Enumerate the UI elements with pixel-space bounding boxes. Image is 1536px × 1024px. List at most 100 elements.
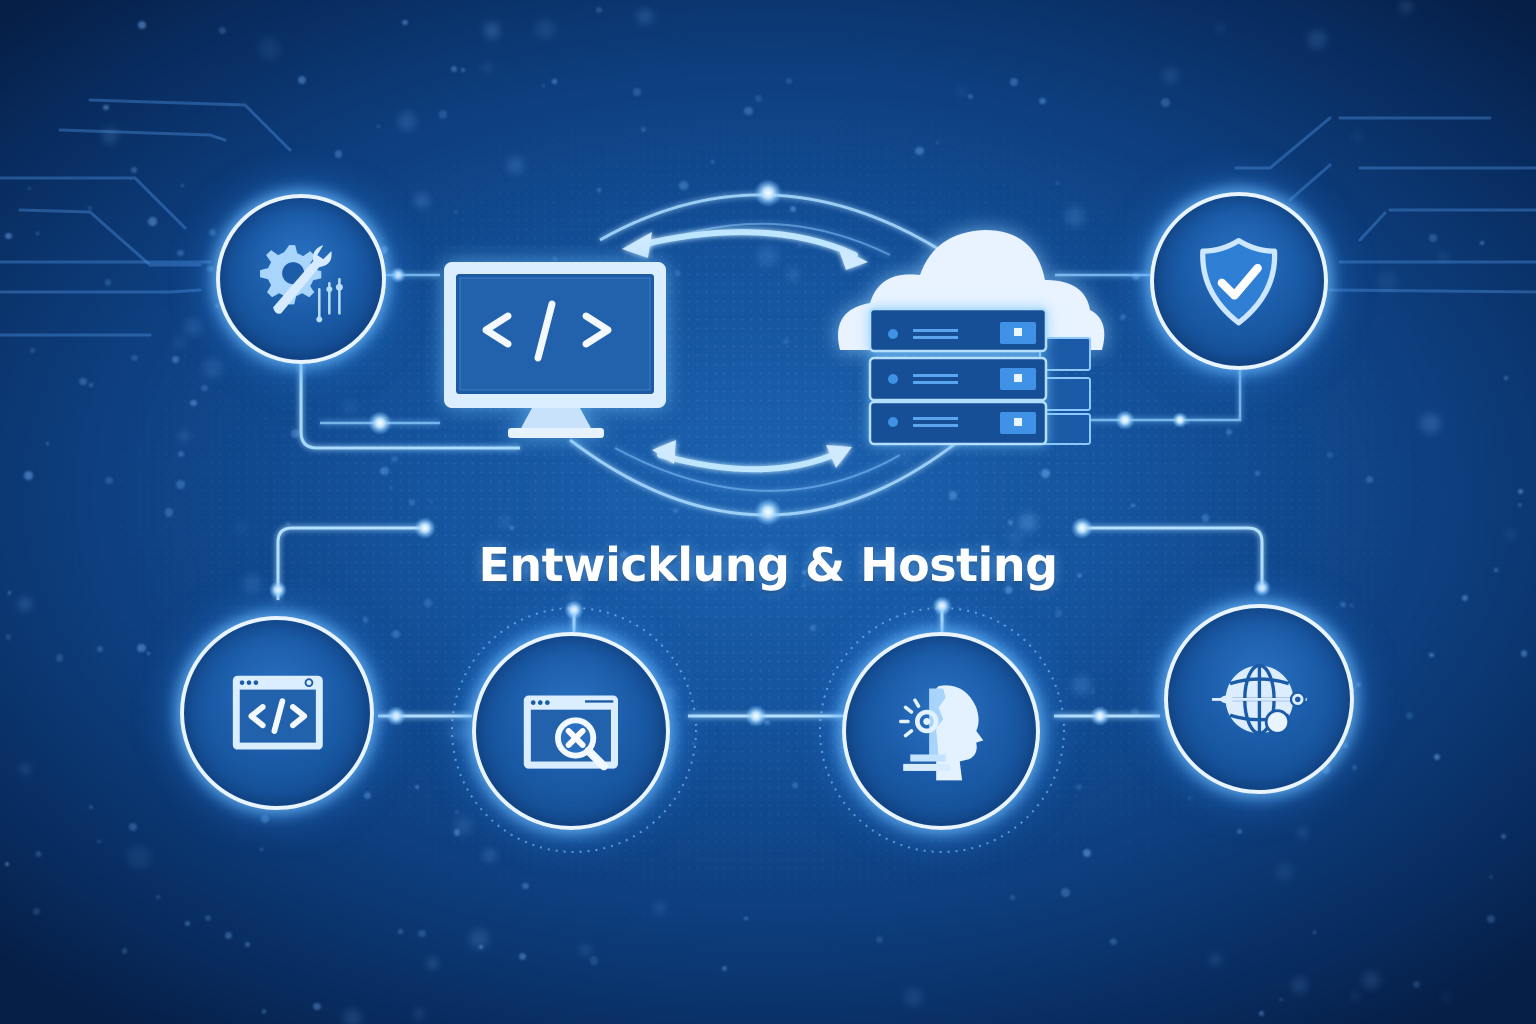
bokeh-particle	[454, 809, 460, 814]
bokeh-particle	[97, 839, 101, 844]
bokeh-particle	[290, 429, 300, 439]
bokeh-particle	[1479, 240, 1484, 245]
bokeh-particle	[207, 265, 214, 273]
bokeh-particle	[1226, 428, 1233, 435]
bokeh-particle	[402, 19, 409, 26]
bokeh-particle	[620, 550, 628, 559]
bokeh-particle	[35, 851, 42, 857]
glow-sparks	[269, 179, 1271, 727]
bokeh-particle	[1352, 764, 1358, 770]
bokeh-particle	[362, 617, 369, 624]
bokeh-particle	[958, 88, 967, 97]
bokeh-particle	[914, 146, 924, 156]
bokeh-particle	[342, 399, 358, 414]
bokeh-particle	[453, 210, 458, 215]
bokeh-particle	[1091, 690, 1096, 694]
bokeh-particle	[1254, 471, 1260, 476]
bokeh-particle	[242, 573, 262, 593]
bokeh-particle	[744, 916, 749, 921]
bokeh-particle	[640, 554, 644, 558]
bokeh-particle	[397, 112, 417, 131]
bokeh-particle	[380, 246, 388, 253]
bokeh-particle	[102, 127, 118, 144]
bokeh-particle	[130, 167, 138, 174]
bokeh-particle	[653, 902, 666, 914]
bokeh-particle	[1520, 650, 1527, 657]
bokeh-particle	[261, 815, 269, 823]
bokeh-particle	[137, 21, 146, 30]
bokeh-particle	[596, 7, 602, 13]
bokeh-particle	[1307, 29, 1327, 50]
bokeh-particle	[45, 441, 49, 445]
bokeh-particle	[1366, 476, 1373, 483]
bokeh-particle	[541, 83, 546, 88]
bokeh-particle	[429, 500, 433, 504]
bokeh-particle	[875, 935, 884, 944]
bokeh-particle	[312, 1002, 321, 1011]
bokeh-particle	[1420, 413, 1441, 434]
bokeh-particle	[55, 654, 63, 662]
bokeh-particle	[636, 8, 653, 25]
bokeh-particle	[757, 246, 778, 267]
bokeh-particle	[30, 348, 35, 353]
bokeh-particle	[1162, 68, 1179, 84]
bokeh-particle	[1353, 132, 1362, 142]
bokeh-particle	[1076, 784, 1083, 790]
bokeh-particle	[376, 124, 380, 129]
bokeh-particle	[4, 861, 9, 866]
bokeh-particle	[553, 256, 558, 261]
bokeh-particle	[147, 652, 151, 656]
bokeh-particle	[764, 719, 770, 726]
bokeh-particle	[418, 929, 426, 938]
bokeh-particle	[105, 476, 113, 485]
bokeh-particle	[674, 270, 681, 277]
bokeh-particle	[1434, 753, 1441, 761]
bokeh-particle	[1055, 181, 1060, 185]
bokeh-particle	[224, 931, 232, 939]
gear-wrench-icon	[259, 244, 343, 323]
bokeh-particle	[1054, 609, 1063, 617]
bokeh-particle	[935, 140, 939, 144]
bokeh-particle	[397, 928, 403, 934]
bokeh-particle	[1326, 451, 1333, 458]
bokeh-particle	[1009, 894, 1016, 901]
bokeh-particle	[1132, 273, 1140, 281]
bokeh-particle	[334, 150, 343, 158]
bokeh-particle	[1405, 711, 1414, 719]
bokeh-particle	[1462, 595, 1468, 602]
bokeh-particle	[1131, 707, 1139, 716]
bokeh-particle	[202, 358, 224, 380]
bokeh-particle	[1039, 97, 1046, 104]
bokeh-particle	[1215, 25, 1225, 34]
bokeh-particle	[1018, 511, 1040, 533]
bokeh-particle	[791, 781, 799, 789]
bokeh-particle	[743, 106, 753, 116]
bokeh-particle	[380, 466, 389, 476]
bokeh-particle	[1186, 420, 1190, 424]
bokeh-particle	[450, 65, 457, 72]
bokeh-particle	[483, 22, 501, 39]
bokeh-particle	[903, 987, 924, 1008]
bokeh-particle	[89, 383, 93, 387]
node-security	[1150, 192, 1328, 370]
bokeh-particle	[190, 399, 197, 406]
bokeh-particle	[235, 522, 247, 534]
bokeh-particle	[1349, 603, 1354, 608]
bokeh-particle	[218, 27, 226, 34]
bokeh-particle	[177, 249, 184, 257]
browser-search-error-icon	[523, 695, 619, 771]
bokeh-particle	[1041, 469, 1050, 478]
bokeh-particle	[469, 929, 489, 950]
bokeh-particle	[32, 907, 40, 915]
bokeh-particle	[461, 67, 465, 72]
node-debugging	[472, 632, 670, 830]
bokeh-particle	[948, 491, 958, 501]
bokeh-particle	[380, 249, 386, 255]
bokeh-particle	[1487, 914, 1495, 923]
bokeh-particle	[88, 205, 93, 210]
bokeh-particle	[178, 430, 190, 442]
bokeh-particle	[789, 205, 797, 213]
bokeh-particle	[127, 845, 151, 870]
bokeh-particle	[19, 764, 30, 775]
